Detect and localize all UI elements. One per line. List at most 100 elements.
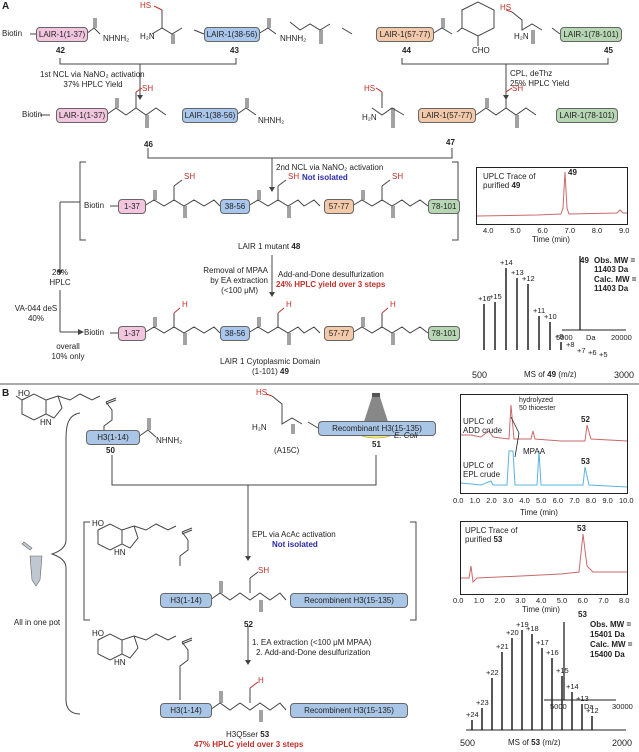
ms-49-obs: Obs. MW =: [594, 256, 636, 265]
ms-charge-label: +19: [516, 620, 529, 629]
ms-charge-label: +15: [489, 292, 502, 301]
yield-53: 47% HPLC yield over 3 steps: [194, 740, 304, 749]
sh-48-a: SH: [184, 172, 196, 181]
sh-47: SH: [512, 84, 524, 93]
annot-hydrolyzed-1: hydrolyzed: [519, 397, 553, 404]
segment-48-3: 57-77: [324, 199, 354, 214]
compound-id-48: 48: [291, 242, 301, 251]
ms-charge-label: +22: [486, 668, 499, 677]
uplc-53-xtick-6: 6.0: [577, 596, 588, 605]
uplc-crude-xtick-7: 7.0: [569, 496, 580, 505]
biotin-label-48: Biotin: [84, 201, 105, 210]
uplc-crude-xtick-1: 1.0: [469, 496, 481, 505]
segment-48-2: 38-56: [220, 199, 250, 214]
uplc-trace-53: UPLC Trace of purified 53 53: [460, 521, 628, 595]
ms-charge-label: +21: [496, 642, 509, 651]
fragment-46-1: LAIR-1(1-37): [56, 108, 108, 123]
fragment-lair-38-56: LAIR-1(38-56): [204, 27, 260, 42]
ms-charge-label: +12: [586, 706, 599, 715]
uplc-trace-49: UPLC Trace of purified 49 49: [476, 167, 628, 225]
compound-48-name: LAIR 1 mutant 48: [238, 242, 300, 251]
ms-charge-label: +14: [566, 682, 579, 691]
ms-charge-label: +15: [556, 666, 569, 675]
ms-49-calc-val: 11403 Da: [594, 284, 629, 293]
ho-50: HO: [18, 389, 30, 398]
compound-48-label: LAIR 1 mutant: [238, 242, 290, 251]
ms-53-calc-val: 15400 Da: [590, 650, 625, 659]
uplc-53-xtick-4: 4.0: [536, 596, 547, 605]
ms-charge-label: +14: [500, 258, 513, 267]
hydrazide-50: NHNH₂: [156, 436, 183, 445]
uplc-crude-xtick-0: 0.0: [453, 496, 464, 505]
ms-49-xlabel-post: (m/z): [558, 370, 577, 379]
compound-id-47: 47: [446, 138, 455, 147]
fragment-recombinent-53: Recombinent H3(15-135): [290, 703, 408, 718]
ms-53-xlabel-pre: MS of: [508, 738, 529, 747]
fragment-h3-1-14-50: H3(1-14): [86, 430, 140, 445]
alt-overall-yield: 10% only: [51, 352, 85, 361]
sh-48-b: SH: [288, 172, 300, 181]
hs-47: HS: [364, 84, 376, 93]
compound-id-49: 49: [280, 367, 289, 376]
desulf-conditions: Add-and-Done desulfurization: [278, 270, 384, 279]
uplc-49-title-1: UPLC Trace of: [483, 172, 536, 181]
ms-charge-label: +7: [577, 346, 586, 355]
uplc-crude-xtick-3: 3.0: [502, 496, 514, 505]
uplc-49-xtick-5: 9.0: [619, 226, 630, 235]
segment-49-1: 1-37: [118, 326, 146, 341]
step-ncl2-conditions: 2nd NCL via NaNO₂ activation: [276, 163, 384, 172]
step-epl-conditions: EPL via AcAc activation: [252, 530, 336, 539]
uplc-49-compound: 49: [511, 181, 521, 190]
ms-49-inset-label: 49: [580, 256, 589, 265]
uplc-crude-xtick-9: 9.0: [602, 496, 613, 505]
uplc-49-xtick-1: 5.0: [510, 226, 521, 235]
ms-charge-label: +8: [566, 340, 575, 349]
ms-charge-label: +16: [546, 648, 559, 657]
step-ncl1-conditions: 1st NCL via NaNO₂ activation: [40, 70, 145, 79]
step-cpl-conditions: CPL, deThz: [510, 69, 553, 78]
ms-53-plot: [466, 622, 626, 731]
ms-charge-label: +10: [544, 312, 557, 321]
ms-49-xmin: 500: [472, 370, 488, 380]
fragment-h3-1-14-52: H3(1-14): [160, 593, 212, 608]
ms-49-inset-xmin: 5000: [556, 333, 573, 342]
uplc-53-title-1: UPLC Trace of: [465, 526, 518, 535]
uplc-crude-xlabel: Time (min): [520, 508, 558, 517]
segment-49-4: 78-101: [428, 326, 460, 341]
sh-48-c: SH: [392, 172, 404, 181]
segment-48-1: 1-37: [118, 199, 146, 214]
ms-charge-label: +6: [588, 348, 597, 357]
segment-49-2: 38-56: [220, 326, 250, 341]
step-ncl1-yield: 37% HPLC Yield: [63, 80, 123, 89]
uplc-49-title-2: purified 49: [483, 181, 520, 190]
compound-id-45: 45: [604, 46, 613, 55]
uplc-crude-xtick-10: 10.0: [619, 496, 634, 505]
sh-46: SH: [142, 84, 154, 93]
step-ea-extraction: 1. EA extraction (<100 μM MPAA): [252, 638, 372, 647]
uplc-53-xlabel: Time (min): [522, 605, 560, 614]
compound-id-53: 53: [260, 730, 270, 739]
ms-charge-label: +5: [599, 350, 608, 359]
alt-va044-yield: 40%: [27, 314, 44, 323]
ms-49-xlabel: MS of 49 (m/z): [524, 370, 577, 379]
annot-hydrolyzed-2: 50 thioester: [519, 405, 556, 412]
compound-id-50: 50: [106, 446, 115, 455]
ms-49-calc: Calc. MW =: [594, 275, 637, 284]
ms-53-compound: 53: [531, 738, 541, 747]
annot-mpaa: MPAA: [523, 447, 546, 456]
uplc-trace-49-plot: [477, 171, 627, 217]
uplc-53-compound: 53: [493, 535, 503, 544]
fragment-recombinant-51: Recombinant H3(15-135): [318, 421, 436, 436]
aldehyde-44: CHO: [472, 46, 490, 55]
removal-mpaa-1: Removal of MPAA: [203, 266, 268, 275]
ms-53-inset-xmax: 30000: [612, 702, 633, 711]
uplc-49-xtick-2: 6.0: [537, 226, 548, 235]
uplc-epl-label-1: UPLC of: [463, 461, 494, 470]
fragment-h3-1-14-53: H3(1-14): [160, 703, 212, 718]
compound-id-42: 42: [56, 46, 65, 55]
uplc-crude-traces: UPLC of ADD crude UPLC of EPL crude hydr…: [460, 394, 628, 494]
ms-53-xmax: 2000: [612, 738, 633, 748]
ms-spectrum-53: [466, 614, 626, 732]
ms-charge-label: +12: [522, 274, 535, 283]
ms-53-inset-xmin: 5000: [550, 702, 567, 711]
